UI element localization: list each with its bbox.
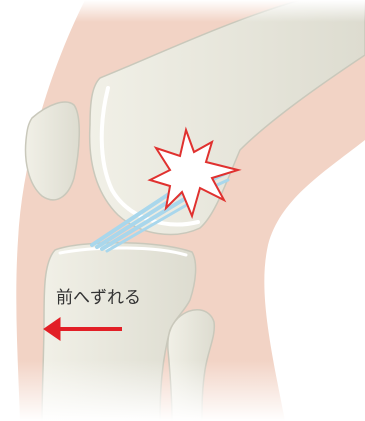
shift-forward-label: 前へずれる [56,288,141,308]
bottom-fade [0,360,365,421]
top-fade [0,0,365,22]
patella-bone [26,102,80,200]
